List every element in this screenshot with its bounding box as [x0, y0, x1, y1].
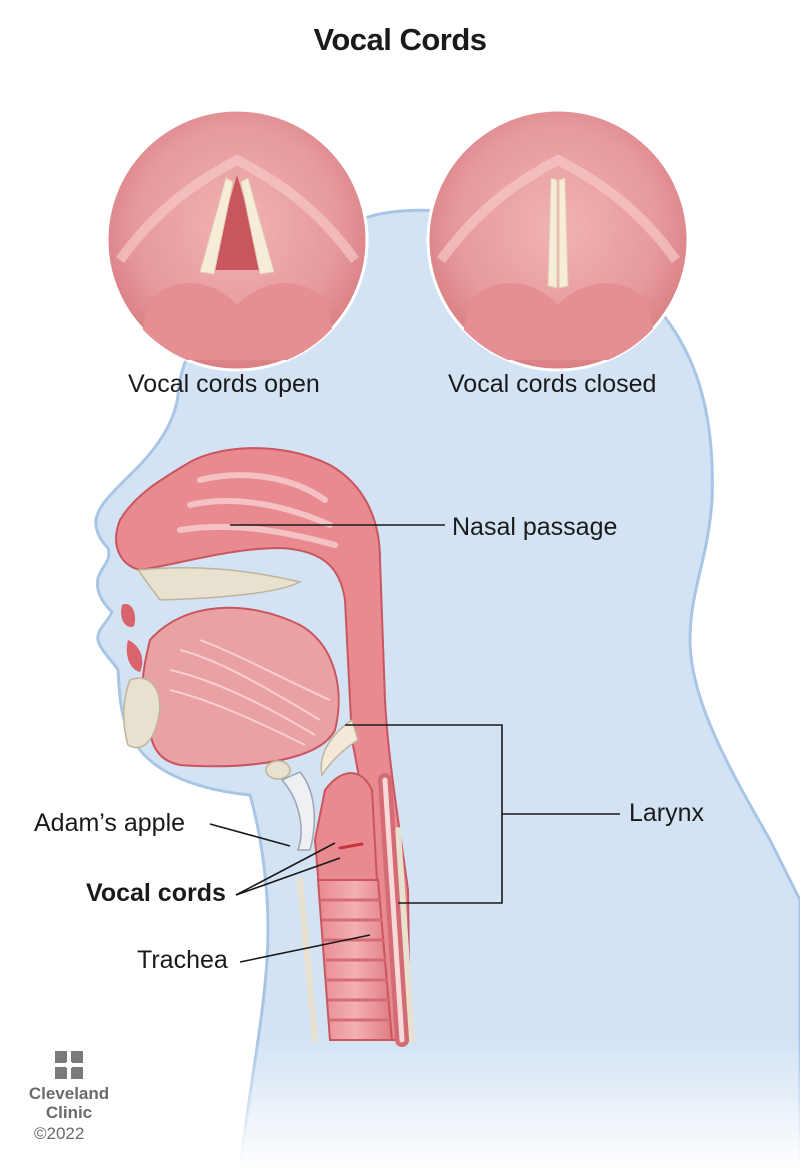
esophagus-lumen	[382, 777, 405, 1043]
jaw-bone	[122, 677, 161, 749]
page-title: Vocal Cords	[313, 22, 487, 57]
bottom-fade	[0, 1040, 800, 1169]
tongue-fibers	[169, 639, 331, 746]
hard-palate	[136, 566, 303, 601]
lower-lip	[126, 640, 143, 672]
thyroid-cartilage	[280, 771, 316, 851]
trachea-rings	[320, 898, 390, 1022]
logo-text-line2: Clinic	[45, 1103, 93, 1122]
tracheal-cartilage	[297, 827, 415, 1043]
label-trachea: Trachea	[137, 946, 228, 974]
caption-vocal-cords-closed: Vocal cords closed	[448, 370, 657, 398]
upper-lip	[121, 603, 136, 628]
leader-lines	[209, 524, 620, 963]
label-nasal-passage: Nasal passage	[452, 513, 618, 541]
leader-adams	[209, 823, 291, 847]
inset-vocal-cords-closed	[426, 108, 690, 372]
epiglottis	[320, 718, 359, 777]
label-larynx: Larynx	[629, 799, 705, 827]
inset-vocal-cords-open	[105, 108, 369, 372]
copyright-notice: ©2022	[34, 1124, 85, 1143]
hyoid-bone	[265, 760, 291, 780]
logo-text-line1: Cleveland	[28, 1084, 110, 1103]
vocal-cords-side	[338, 842, 364, 850]
cleveland-clinic-logo: Cleveland Clinic	[24, 1050, 114, 1122]
label-vocal-cords: Vocal cords	[86, 879, 226, 907]
caption-vocal-cords-open: Vocal cords open	[128, 370, 320, 398]
leader-vocal-1	[235, 842, 336, 896]
label-adams-apple: Adam’s apple	[34, 809, 186, 837]
tongue	[141, 606, 340, 768]
nasal-turbinates	[177, 472, 338, 548]
leader-trachea	[239, 934, 371, 963]
leader-vocal-2	[235, 857, 341, 896]
cleveland-clinic-logo-icon	[55, 1051, 83, 1079]
